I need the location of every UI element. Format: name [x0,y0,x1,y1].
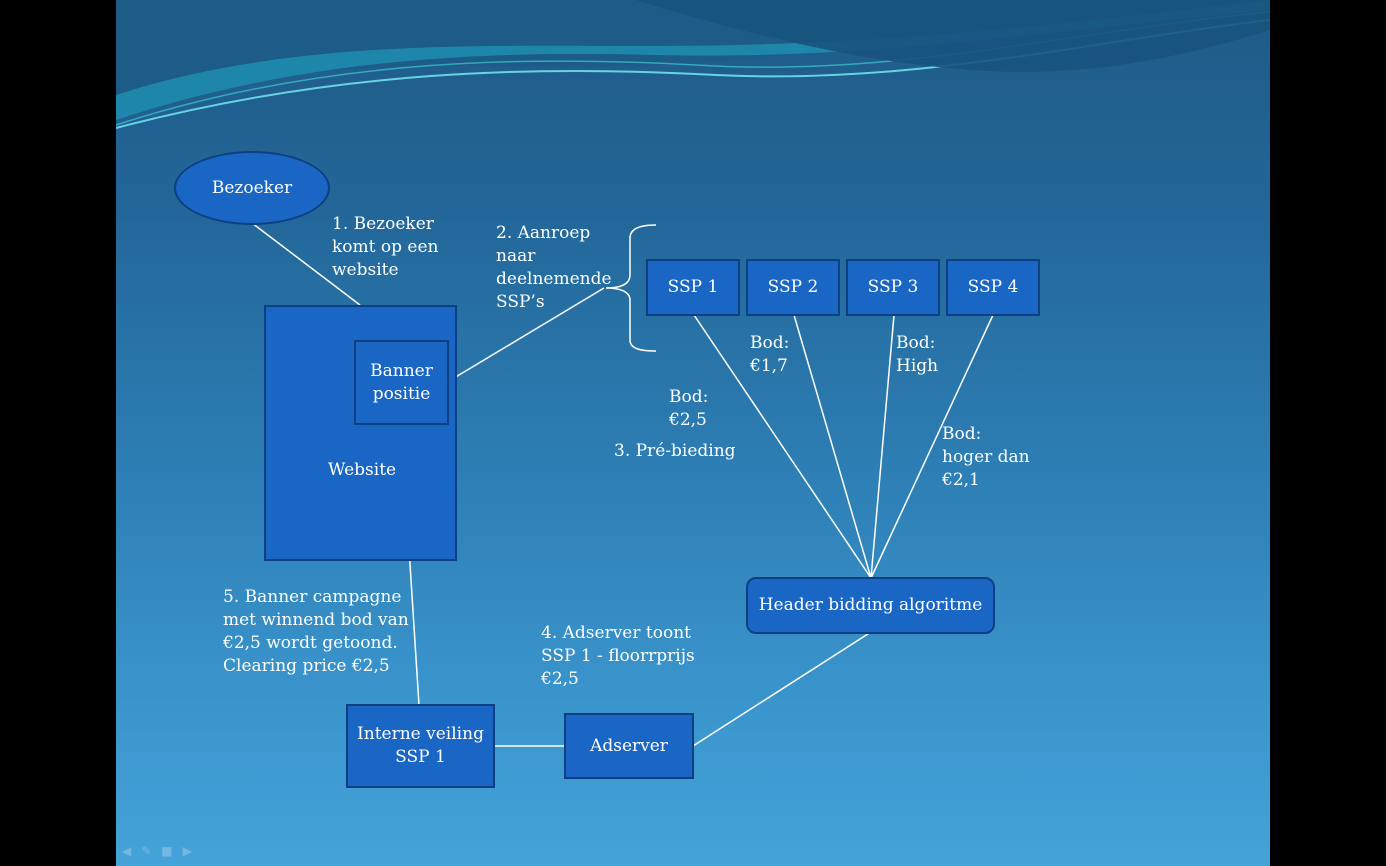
header-bidding-label: Header bidding algoritme [758,595,983,615]
adserver-node: Adserver [564,713,694,779]
arrow-left-icon[interactable]: ◀ [122,844,132,858]
step5-label: 5. Banner campagne met winnend bod van €… [223,587,409,676]
slide: Bezoeker Website Banner positie SSP 1 SS… [116,0,1270,866]
ssp1-node: SSP 1 [646,259,740,316]
header-bidding-node: Header bidding algoritme [746,577,995,634]
slideshow-controls: ◀ ✎ ■ ▶ [122,844,192,858]
step1-label: 1. Bezoeker komt op een website [332,214,439,280]
bezoeker-label: Bezoeker [211,178,293,198]
line-banner-brace [448,287,605,382]
ssp4-label: SSP 4 [967,277,1019,297]
line-ssp3-hb [870,314,895,579]
step2-label: 2. Aanroep naar deelnemende SSP’s [496,223,612,312]
step3-label: 3. Pré-bieding [614,441,736,461]
line-bezoeker-website [251,222,361,306]
line-ssp4-hb [870,314,994,579]
website-label: Website [328,460,397,480]
ssp3-node: SSP 3 [846,259,940,316]
ssp3-label: SSP 3 [867,277,919,297]
line-ssp1-hb [693,314,872,579]
connector-lines [251,222,994,747]
bod-ssp2-label: Bod: €1,7 [750,333,790,376]
bod-ssp3-label: Bod: High [896,333,939,376]
line-ssp2-hb [793,314,872,579]
ssp2-label: SSP 2 [767,277,819,297]
slide-icon[interactable]: ■ [161,844,173,858]
bod-ssp1-label: Bod: €2,5 [669,387,709,430]
line-hb-adserver [692,631,872,747]
curly-brace [605,224,657,352]
ssp1-label: SSP 1 [667,277,719,297]
pen-icon[interactable]: ✎ [141,844,152,858]
banner-positie-label: Banner positie [370,360,433,404]
arrow-right-icon[interactable]: ▶ [182,844,192,858]
ssp4-node: SSP 4 [946,259,1040,316]
bod-ssp4-label: Bod: hoger dan €2,1 [942,424,1030,490]
wave-decoration [116,0,1270,129]
banner-positie-node: Banner positie [354,340,449,425]
interne-veiling-label: Interne veiling SSP 1 [357,724,484,767]
bezoeker-node: Bezoeker [174,151,330,225]
adserver-label: Adserver [590,735,668,756]
ssp2-node: SSP 2 [746,259,840,316]
step4-label: 4. Adserver toont SSP 1 - floorrprijs €2… [541,623,695,689]
interne-veiling-node: Interne veiling SSP 1 [346,704,495,788]
